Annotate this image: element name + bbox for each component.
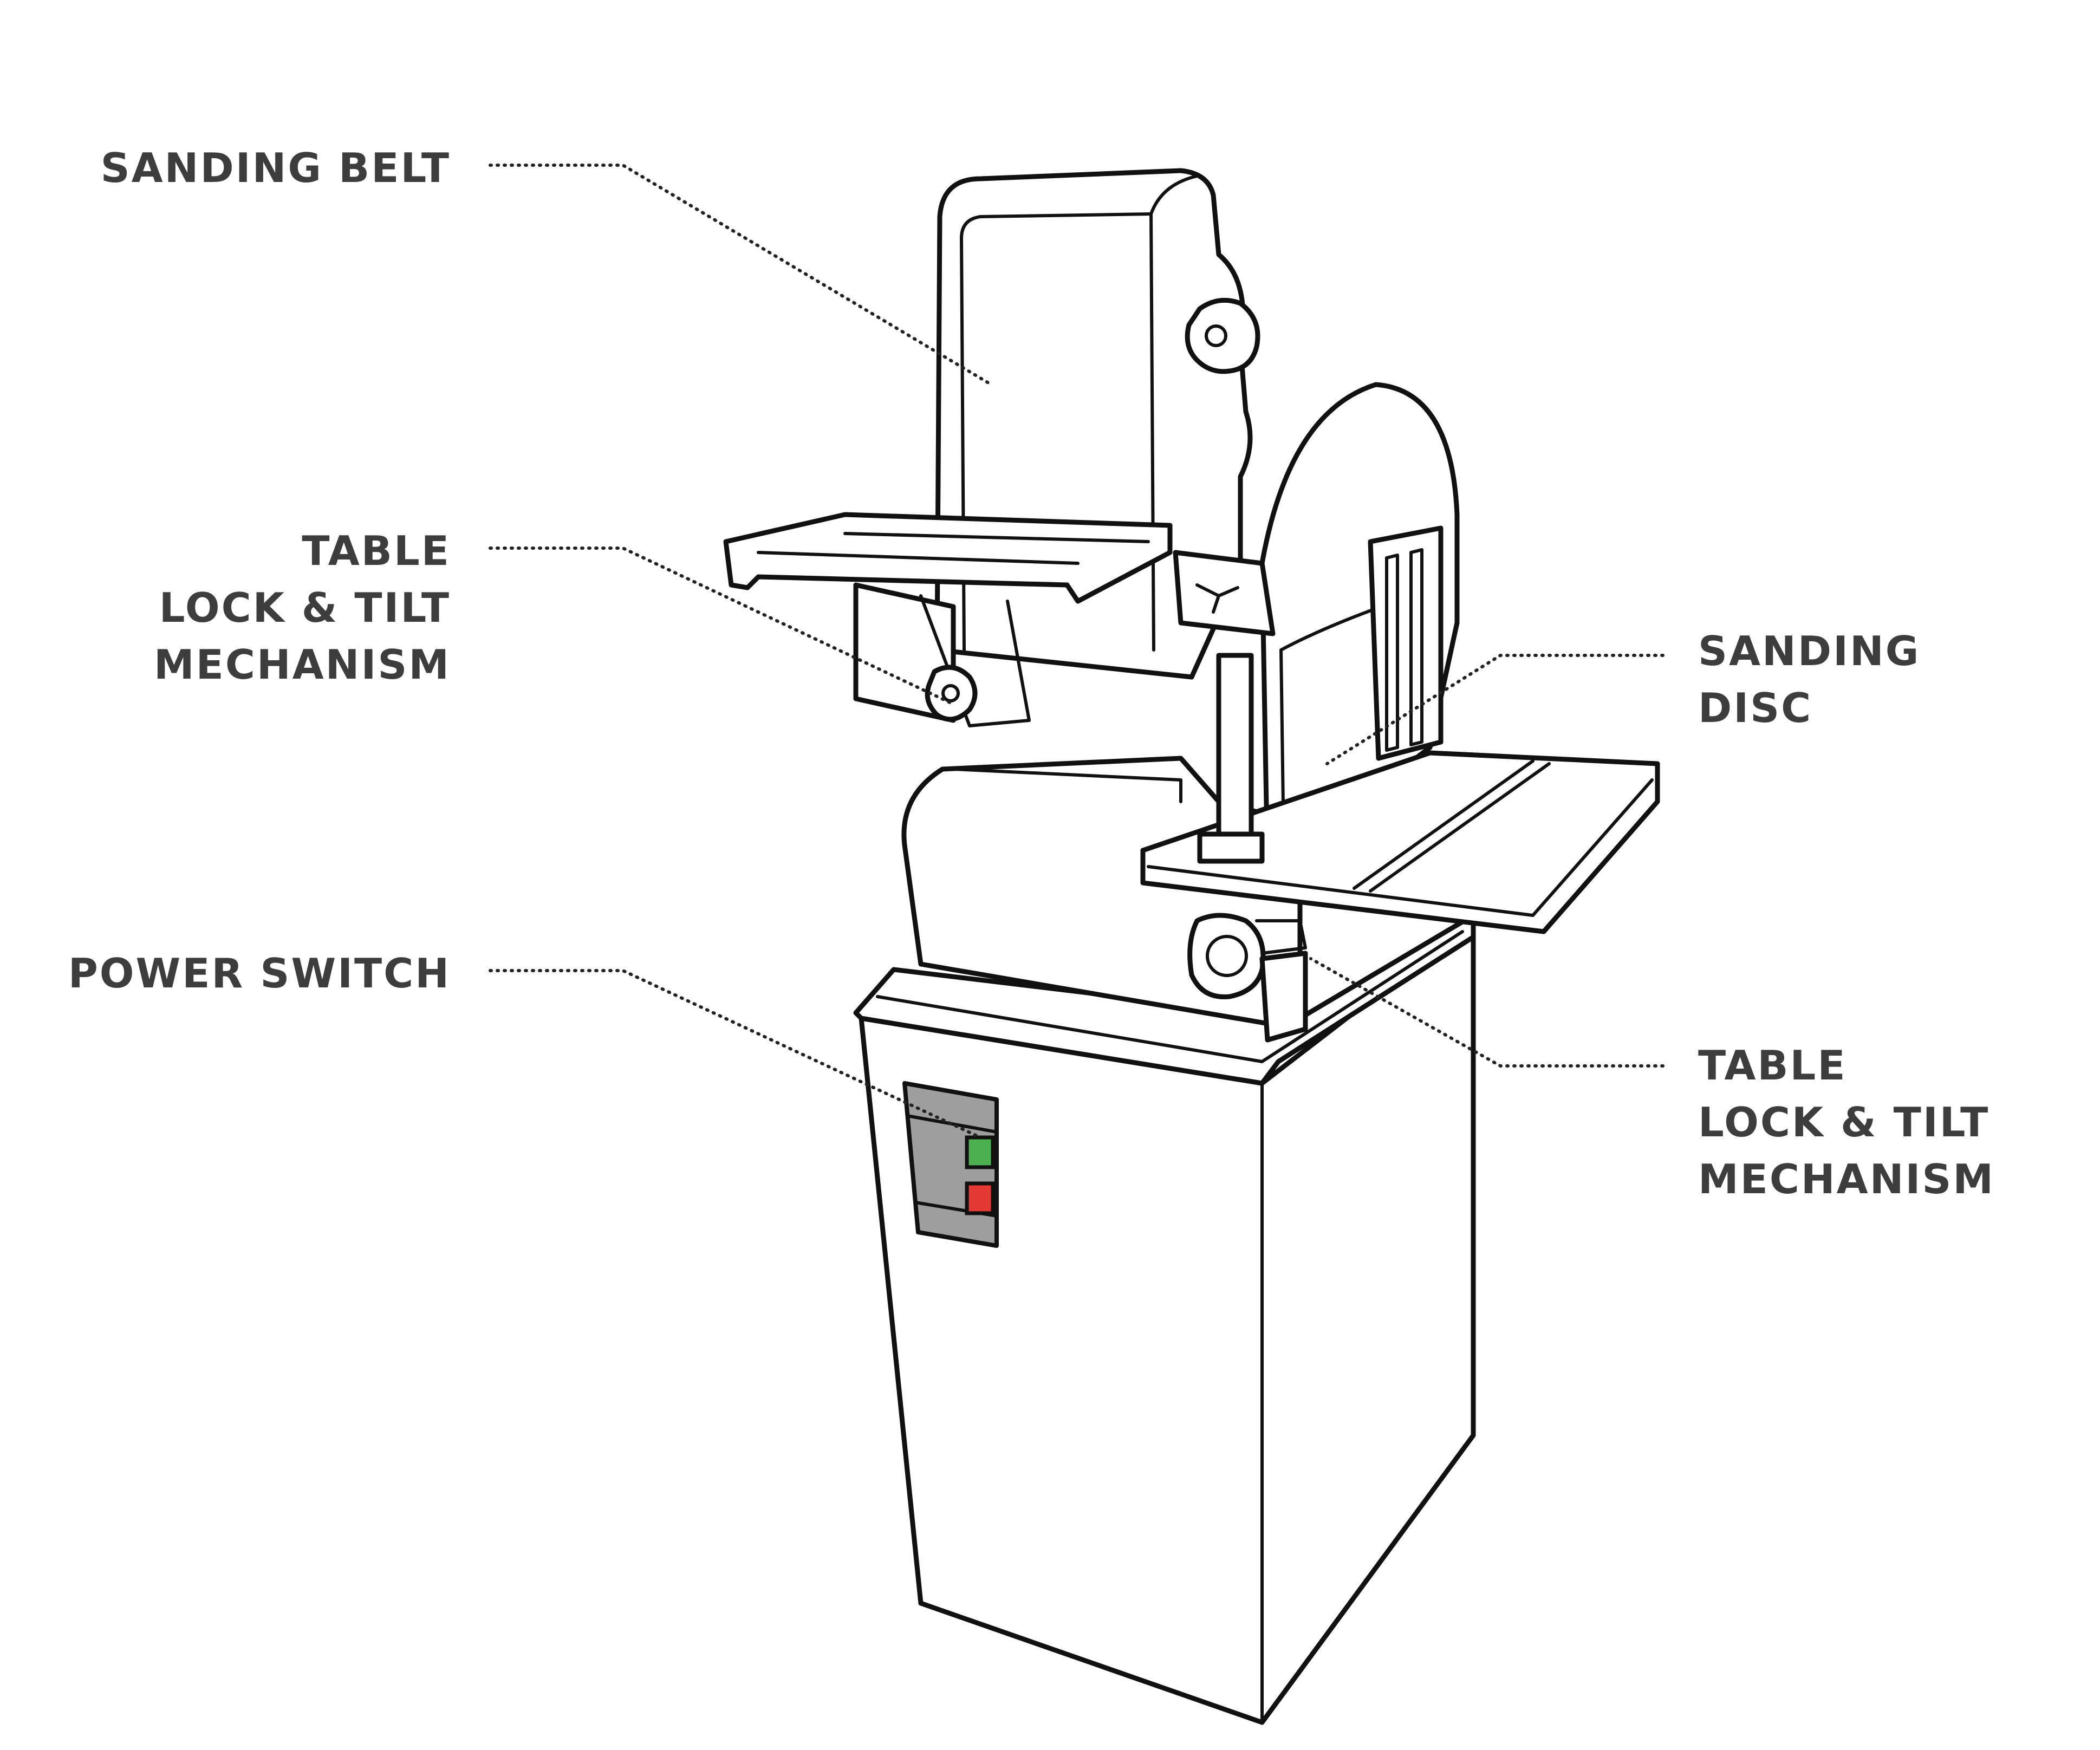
label-power-switch: POWER SWITCH (68, 945, 451, 1002)
label-line: LOCK & TILT (1698, 1098, 1990, 1146)
power-switch-panel (902, 1081, 999, 1248)
label-table-lock-tilt-left: TABLE LOCK & TILT MECHANISM (154, 523, 451, 693)
leader-sanding-disc (1325, 654, 1665, 765)
leader-lines (489, 164, 1665, 1139)
label-line: MECHANISM (1698, 1155, 1995, 1203)
label-line: MECHANISM (153, 641, 451, 688)
start-button[interactable] (965, 1135, 995, 1169)
leader-table-lock-left (489, 547, 955, 706)
cabinet-stand (853, 913, 1476, 1725)
label-line: POWER SWITCH (68, 949, 451, 997)
leader-table-lock-right (1309, 957, 1665, 1068)
label-line: SANDING BELT (100, 144, 451, 192)
disc-guard-knob[interactable] (1173, 550, 1276, 636)
leader-sanding-belt (489, 164, 993, 386)
label-line: DISC (1698, 684, 1813, 732)
table-lock-tilt-knob-right[interactable] (1187, 913, 1308, 1043)
label-table-lock-tilt-right: TABLE LOCK & TILT MECHANISM (1698, 1037, 1995, 1208)
leader-power-switch (489, 969, 982, 1139)
label-line: TABLE (1698, 1042, 1847, 1089)
label-sanding-disc: SANDING DISC (1698, 623, 1920, 737)
sanding-disc-assembly (1259, 382, 1460, 869)
stop-button[interactable] (965, 1181, 995, 1215)
belt-tension-knob[interactable] (1185, 297, 1260, 374)
label-sanding-belt: SANDING BELT (101, 140, 451, 197)
label-line: LOCK & TILT (159, 584, 451, 632)
disc-work-table (1140, 653, 1660, 934)
label-line: TABLE (302, 527, 451, 575)
label-line: SANDING (1698, 627, 1921, 675)
table-lock-tilt-knob-left[interactable] (925, 665, 978, 722)
